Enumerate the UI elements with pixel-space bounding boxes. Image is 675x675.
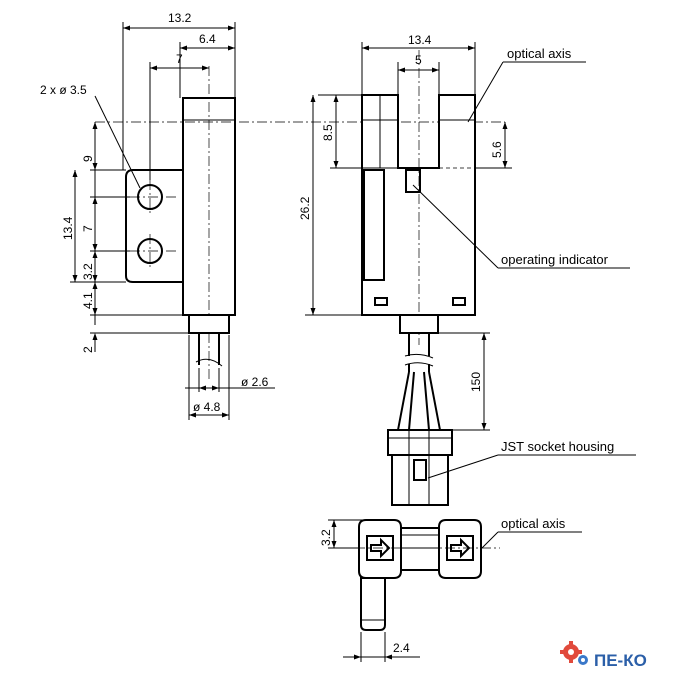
label-jst: JST socket housing [501, 439, 614, 454]
dim-v2: 2 [81, 346, 95, 353]
left-cable [198, 333, 220, 365]
dim-v56: 5.6 [490, 141, 504, 158]
dim-cable-150: 150 [469, 372, 483, 392]
bottom-stem [360, 577, 386, 631]
label-optical-axis-bottom: optical axis [501, 516, 566, 531]
right-cable [408, 333, 430, 372]
gear-icon [578, 655, 588, 665]
dim-v41: 4.1 [81, 292, 95, 309]
bottom-left-block [358, 519, 402, 579]
jst-connector-top [387, 429, 453, 456]
left-cable-neck [188, 314, 230, 334]
wire-bundle [397, 371, 441, 431]
mounting-flange [125, 169, 183, 283]
right-view: 13.4 5 optical axis 8.5 26.2 5.6 operati… [298, 33, 636, 506]
operating-indicator-led [405, 169, 421, 193]
left-view: 13.2 6.4 7 2 x ø 3.5 9 7 3.2 4.1 2 13.4 [40, 11, 505, 420]
dim-cable-26: ø 2.6 [241, 375, 269, 389]
gear-icon [560, 641, 582, 663]
dim-left-64: 6.4 [199, 32, 216, 46]
dim-left-7: 7 [176, 52, 183, 66]
dim-v262: 26.2 [298, 196, 312, 220]
dim-v85: 8.5 [321, 124, 335, 141]
label-operating-indicator: operating indicator [501, 252, 609, 267]
label-optical-axis-top: optical axis [507, 46, 572, 61]
bottom-right-block [438, 519, 482, 579]
dim-bottom-24: 2.4 [393, 641, 410, 655]
dim-v32: 3.2 [81, 263, 95, 280]
dim-cable-48: ø 4.8 [193, 400, 221, 414]
dim-bottom-32: 3.2 [319, 529, 333, 546]
bottom-view: 3.2 optical axis 2.4 [319, 516, 582, 662]
label-holes: 2 x ø 3.5 [40, 83, 87, 97]
dim-v7: 7 [81, 225, 95, 232]
dim-v134: 13.4 [61, 216, 75, 240]
right-cable-neck [399, 314, 439, 334]
dim-v9: 9 [81, 155, 95, 162]
dim-slot-5: 5 [415, 53, 422, 67]
company-logo: ПЕ-КО [560, 641, 647, 670]
slot-left [374, 297, 388, 306]
emitter-panel [363, 169, 385, 281]
dim-right-width: 13.4 [408, 33, 432, 47]
dim-left-width: 13.2 [168, 11, 192, 25]
right-body [361, 94, 476, 316]
slot-right [452, 297, 466, 306]
logo-text: ПЕ-КО [594, 651, 647, 670]
